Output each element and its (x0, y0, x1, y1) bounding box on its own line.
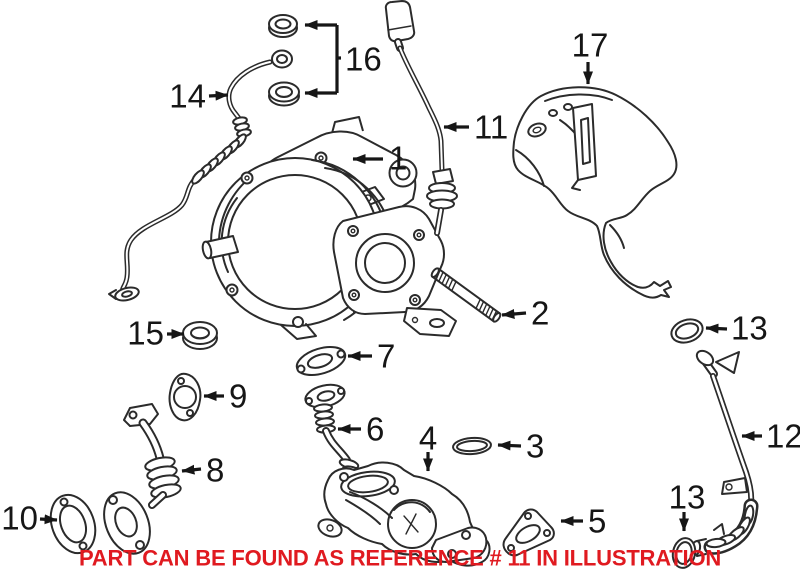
part-8-pipe (103, 403, 182, 555)
part-13-o-ring-upper (670, 318, 704, 344)
part-label-4: 4 (419, 420, 437, 457)
part-2-stud (430, 267, 502, 323)
part-11-sensor (384, 0, 458, 236)
part-9-gasket (168, 372, 202, 422)
banjo-fitting (271, 49, 293, 69)
part-1-turbocharger (201, 116, 457, 340)
part-14-pipe (108, 49, 293, 302)
leader-bracket-16 (335, 25, 341, 93)
leader-arrow-10 (39, 514, 58, 525)
part-label-6: 6 (366, 411, 384, 448)
part-number-labels: 16 14 1 11 17 2 15 7 9 6 8 10 4 3 5 13 1… (1, 27, 800, 540)
part-label-8: 8 (206, 452, 224, 489)
leader-lines (39, 20, 762, 532)
pipe-bellows (191, 116, 252, 185)
banjo-tab (108, 289, 117, 300)
part-label-14: 14 (169, 78, 206, 115)
part-label-10: 10 (1, 500, 38, 537)
caption-text: PART CAN BE FOUND AS REFERENCE # 11 IN I… (79, 546, 721, 571)
part-label-9: 9 (229, 378, 247, 415)
part-label-5: 5 (588, 503, 606, 540)
part-12-pipe (690, 349, 759, 557)
actuator-boss (388, 158, 418, 188)
sensor-connector (384, 0, 416, 43)
part-label-7: 7 (377, 338, 395, 375)
part-label-3: 3 (526, 428, 544, 465)
leader-arrow-8 (181, 464, 202, 475)
shield-bracket (572, 103, 597, 181)
leader-arrow-2 (501, 308, 527, 319)
part-5-gasket (502, 508, 555, 557)
part-label-1: 1 (389, 140, 407, 177)
part-3-o-ring (452, 436, 492, 456)
part-17-heat-shield (512, 86, 678, 299)
leader-arrow-14 (208, 90, 229, 101)
part-15-washer (182, 321, 218, 350)
part-label-2: 2 (531, 295, 549, 332)
part-label-13-lower: 13 (669, 479, 706, 516)
part-4-bracket (317, 461, 491, 567)
part-label-12: 12 (766, 418, 800, 455)
part-16-washers (268, 14, 300, 107)
part-10-gasket (49, 493, 97, 555)
part-label-15: 15 (127, 315, 164, 352)
part-label-11: 11 (474, 109, 508, 146)
part-label-13-upper: 13 (731, 310, 768, 347)
banjo-eyelet (114, 286, 140, 302)
leader-arrow-13-upper (705, 323, 728, 334)
part-label-16: 16 (345, 41, 382, 78)
part-label-17: 17 (572, 27, 609, 64)
part-13-o-ring-lower (671, 537, 697, 569)
leader-arrow-3 (497, 440, 522, 451)
pipe-clamp-tab (715, 351, 740, 374)
part-7-gasket (295, 345, 347, 377)
pipe-flange (103, 491, 151, 555)
